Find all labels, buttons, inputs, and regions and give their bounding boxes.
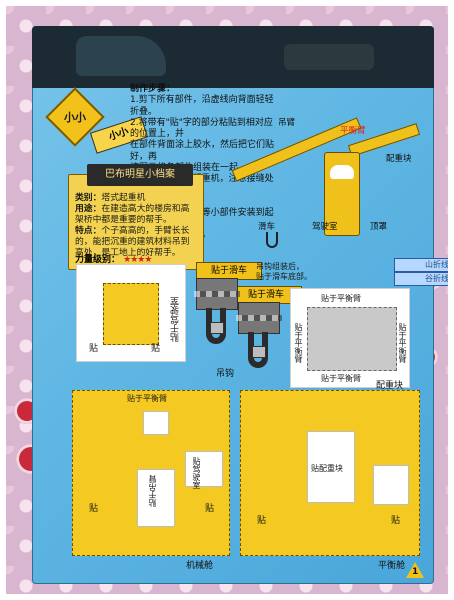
balance-cutout: 贴配重块 贴 贴 xyxy=(240,390,420,556)
balance-label: 平衡舱 xyxy=(378,561,406,571)
machine-panel xyxy=(185,451,223,487)
crane-illustration: 吊臂 平衡臂 配重块 滑车 驾驶室 顶罩 xyxy=(220,116,426,264)
hook-part xyxy=(194,278,240,350)
crane-label: 顶罩 xyxy=(370,222,388,232)
paste-tab: 贴 xyxy=(151,344,161,354)
cutout-label: 贴于驾驶室 xyxy=(171,297,181,342)
machine-text: 贴驾驶室 xyxy=(192,457,201,489)
legend-row: 山折线 xyxy=(394,258,448,272)
legend-text: 谷折线 xyxy=(425,274,448,283)
counterweight-paste: 贴于平衡臂 xyxy=(294,323,303,363)
cutout-face xyxy=(103,283,159,345)
truck-shadow xyxy=(284,44,374,70)
counterweight-paste: 贴于平衡臂 xyxy=(321,374,361,383)
craft-page: 小小 小小 制作步骤： 1.剪下所有部件，沿虚线向背面轻轻折叠。 2.将带有"贴… xyxy=(32,26,448,584)
top-banner xyxy=(32,26,434,88)
machine-text: 贴于吊臂 xyxy=(148,475,157,507)
hook-slot xyxy=(252,346,266,358)
balance-text: 贴配重块 xyxy=(311,464,343,473)
machine-window xyxy=(143,411,169,435)
instruction-line: 在部件背面涂上胶水，然后把它们贴好，再 xyxy=(130,140,275,162)
hook-note: 吊钩组装后， 贴于滑车底部。 xyxy=(256,262,312,281)
info-type: 类别：塔式起重机 xyxy=(75,193,197,204)
instruction-line: 2.将带有"贴"字的部分粘贴到相对应的位置上，并 xyxy=(130,117,273,139)
info-type-label: 类别： xyxy=(75,193,102,203)
machine-panel xyxy=(137,469,175,527)
crane-label: 平衡臂 xyxy=(340,126,366,136)
hook-plate xyxy=(194,278,240,310)
crane-label: 滑车 xyxy=(258,222,276,232)
paste-tab: 贴 xyxy=(89,344,99,354)
crane-label: 驾驶室 xyxy=(312,222,338,232)
info-card-title: 巴布明星小档案 xyxy=(87,164,193,186)
truck-shadow xyxy=(76,36,166,76)
instructions-title: 制作步骤： xyxy=(130,84,176,94)
info-use: 用途：在建造高大的楼房和高架桥中都是重要的帮手。 xyxy=(75,204,197,226)
hook-plate xyxy=(236,302,282,334)
counterweight-label: 配重块 xyxy=(376,381,404,391)
paste-tab: 贴 xyxy=(391,516,401,526)
machine-cutout: 贴于吊臂 贴驾驶室 贴于平衡臂 贴 贴 xyxy=(72,390,230,556)
paste-tab: 贴 xyxy=(257,516,267,526)
counterweight-paste: 贴于平衡臂 xyxy=(398,323,407,363)
legend-row: 谷折线 xyxy=(394,272,448,286)
rating-stars: ★★★★ xyxy=(123,255,152,265)
counterweight-body xyxy=(307,307,397,371)
counterweight-paste: 贴于平衡臂 xyxy=(321,294,361,303)
page-number: 1 xyxy=(412,567,419,577)
photo: 小小 小小 制作步骤： 1.剪下所有部件，沿虚线向背面轻轻折叠。 2.将带有"贴… xyxy=(6,6,448,594)
fold-legend: 山折线 谷折线 xyxy=(394,258,448,286)
hook-label: 吊钩 xyxy=(216,369,235,379)
step-sign-text: 小小 xyxy=(64,111,86,124)
crane-label: 配重块 xyxy=(386,154,412,164)
hook-slot xyxy=(210,322,224,334)
counterweight-cutout: 贴于平衡臂 贴于平衡臂 贴于平衡臂 贴于平衡臂 xyxy=(290,288,410,388)
info-card-body: 类别：塔式起重机 用途：在建造高大的楼房和高架桥中都是重要的帮手。 特点：个子高… xyxy=(75,193,197,259)
info-use-label: 用途： xyxy=(75,203,102,214)
crane-face xyxy=(330,165,354,179)
machine-label: 机械舱 xyxy=(186,561,214,571)
balance-panel xyxy=(307,431,355,503)
legend-text: 山折线 xyxy=(425,260,448,269)
crane-tower xyxy=(324,152,360,236)
info-card: 巴布明星小档案 类别：塔式起重机 用途：在建造高大的楼房和高架桥中都是重要的帮手… xyxy=(68,164,204,270)
balance-panel xyxy=(373,465,409,505)
info-feature-value: 个子高高的，手臂长长的，能把沉重的建筑材料吊到高处，是工地上的好帮手。 xyxy=(75,225,190,258)
paste-tab: 贴 xyxy=(89,504,99,514)
paste-tab: 贴 xyxy=(205,504,215,514)
info-feature-label: 特点： xyxy=(75,225,102,236)
info-use-value: 在建造高大的楼房和高架桥中都是重要的帮手。 xyxy=(75,203,190,225)
cutout-part: 贴 贴 贴于驾驶室 xyxy=(76,264,186,362)
info-feature: 特点：个子高高的，手臂长长的，能把沉重的建筑材料吊到高处，是工地上的好帮手。 xyxy=(75,226,197,259)
crane-label: 吊臂 xyxy=(278,118,296,128)
machine-text: 贴于平衡臂 xyxy=(127,394,167,403)
rating: 力量级别： ★★★★ xyxy=(75,252,152,265)
info-type-value: 塔式起重机 xyxy=(101,193,146,203)
page-number-badge: 1 xyxy=(406,562,424,578)
instruction-line: 1.剪下所有部件，沿虚线向背面轻轻折叠。 xyxy=(130,95,274,117)
rating-label: 力量级别： xyxy=(75,255,121,265)
hook-part xyxy=(236,302,282,374)
crane-hook xyxy=(266,232,278,248)
